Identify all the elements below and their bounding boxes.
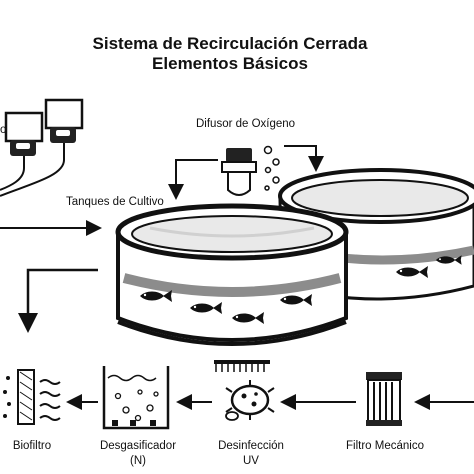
biofilter-label: Biofiltro <box>12 440 52 452</box>
biofilter-icon <box>3 369 61 425</box>
tanks-label: Tanques de Cultivo <box>66 196 164 208</box>
degasser-icon <box>102 366 170 430</box>
diagram-title: Sistema de Recirculación Cerrada <box>92 34 368 53</box>
left-cut-label: o <box>0 124 7 136</box>
oxygen-diffuser-icon <box>221 145 280 196</box>
mech-filter-label: Filtro Mecánico <box>346 440 424 452</box>
diagram-subtitle: Elementos Básicos <box>152 54 308 73</box>
feeder-icon <box>0 98 84 197</box>
fish-tank-icon <box>115 203 349 346</box>
uv-label: Desinfección <box>218 440 284 452</box>
mechanical-filter-icon <box>366 372 402 426</box>
fish-tank-back <box>278 168 474 301</box>
uv-disinfection-icon <box>214 360 275 421</box>
uv-sub-label: UV <box>243 455 259 467</box>
oxygen-label: Difusor de Oxígeno <box>196 118 296 130</box>
degasser-label: Desgasificador <box>99 440 177 452</box>
degasser-sub-label: (N) <box>130 455 146 467</box>
